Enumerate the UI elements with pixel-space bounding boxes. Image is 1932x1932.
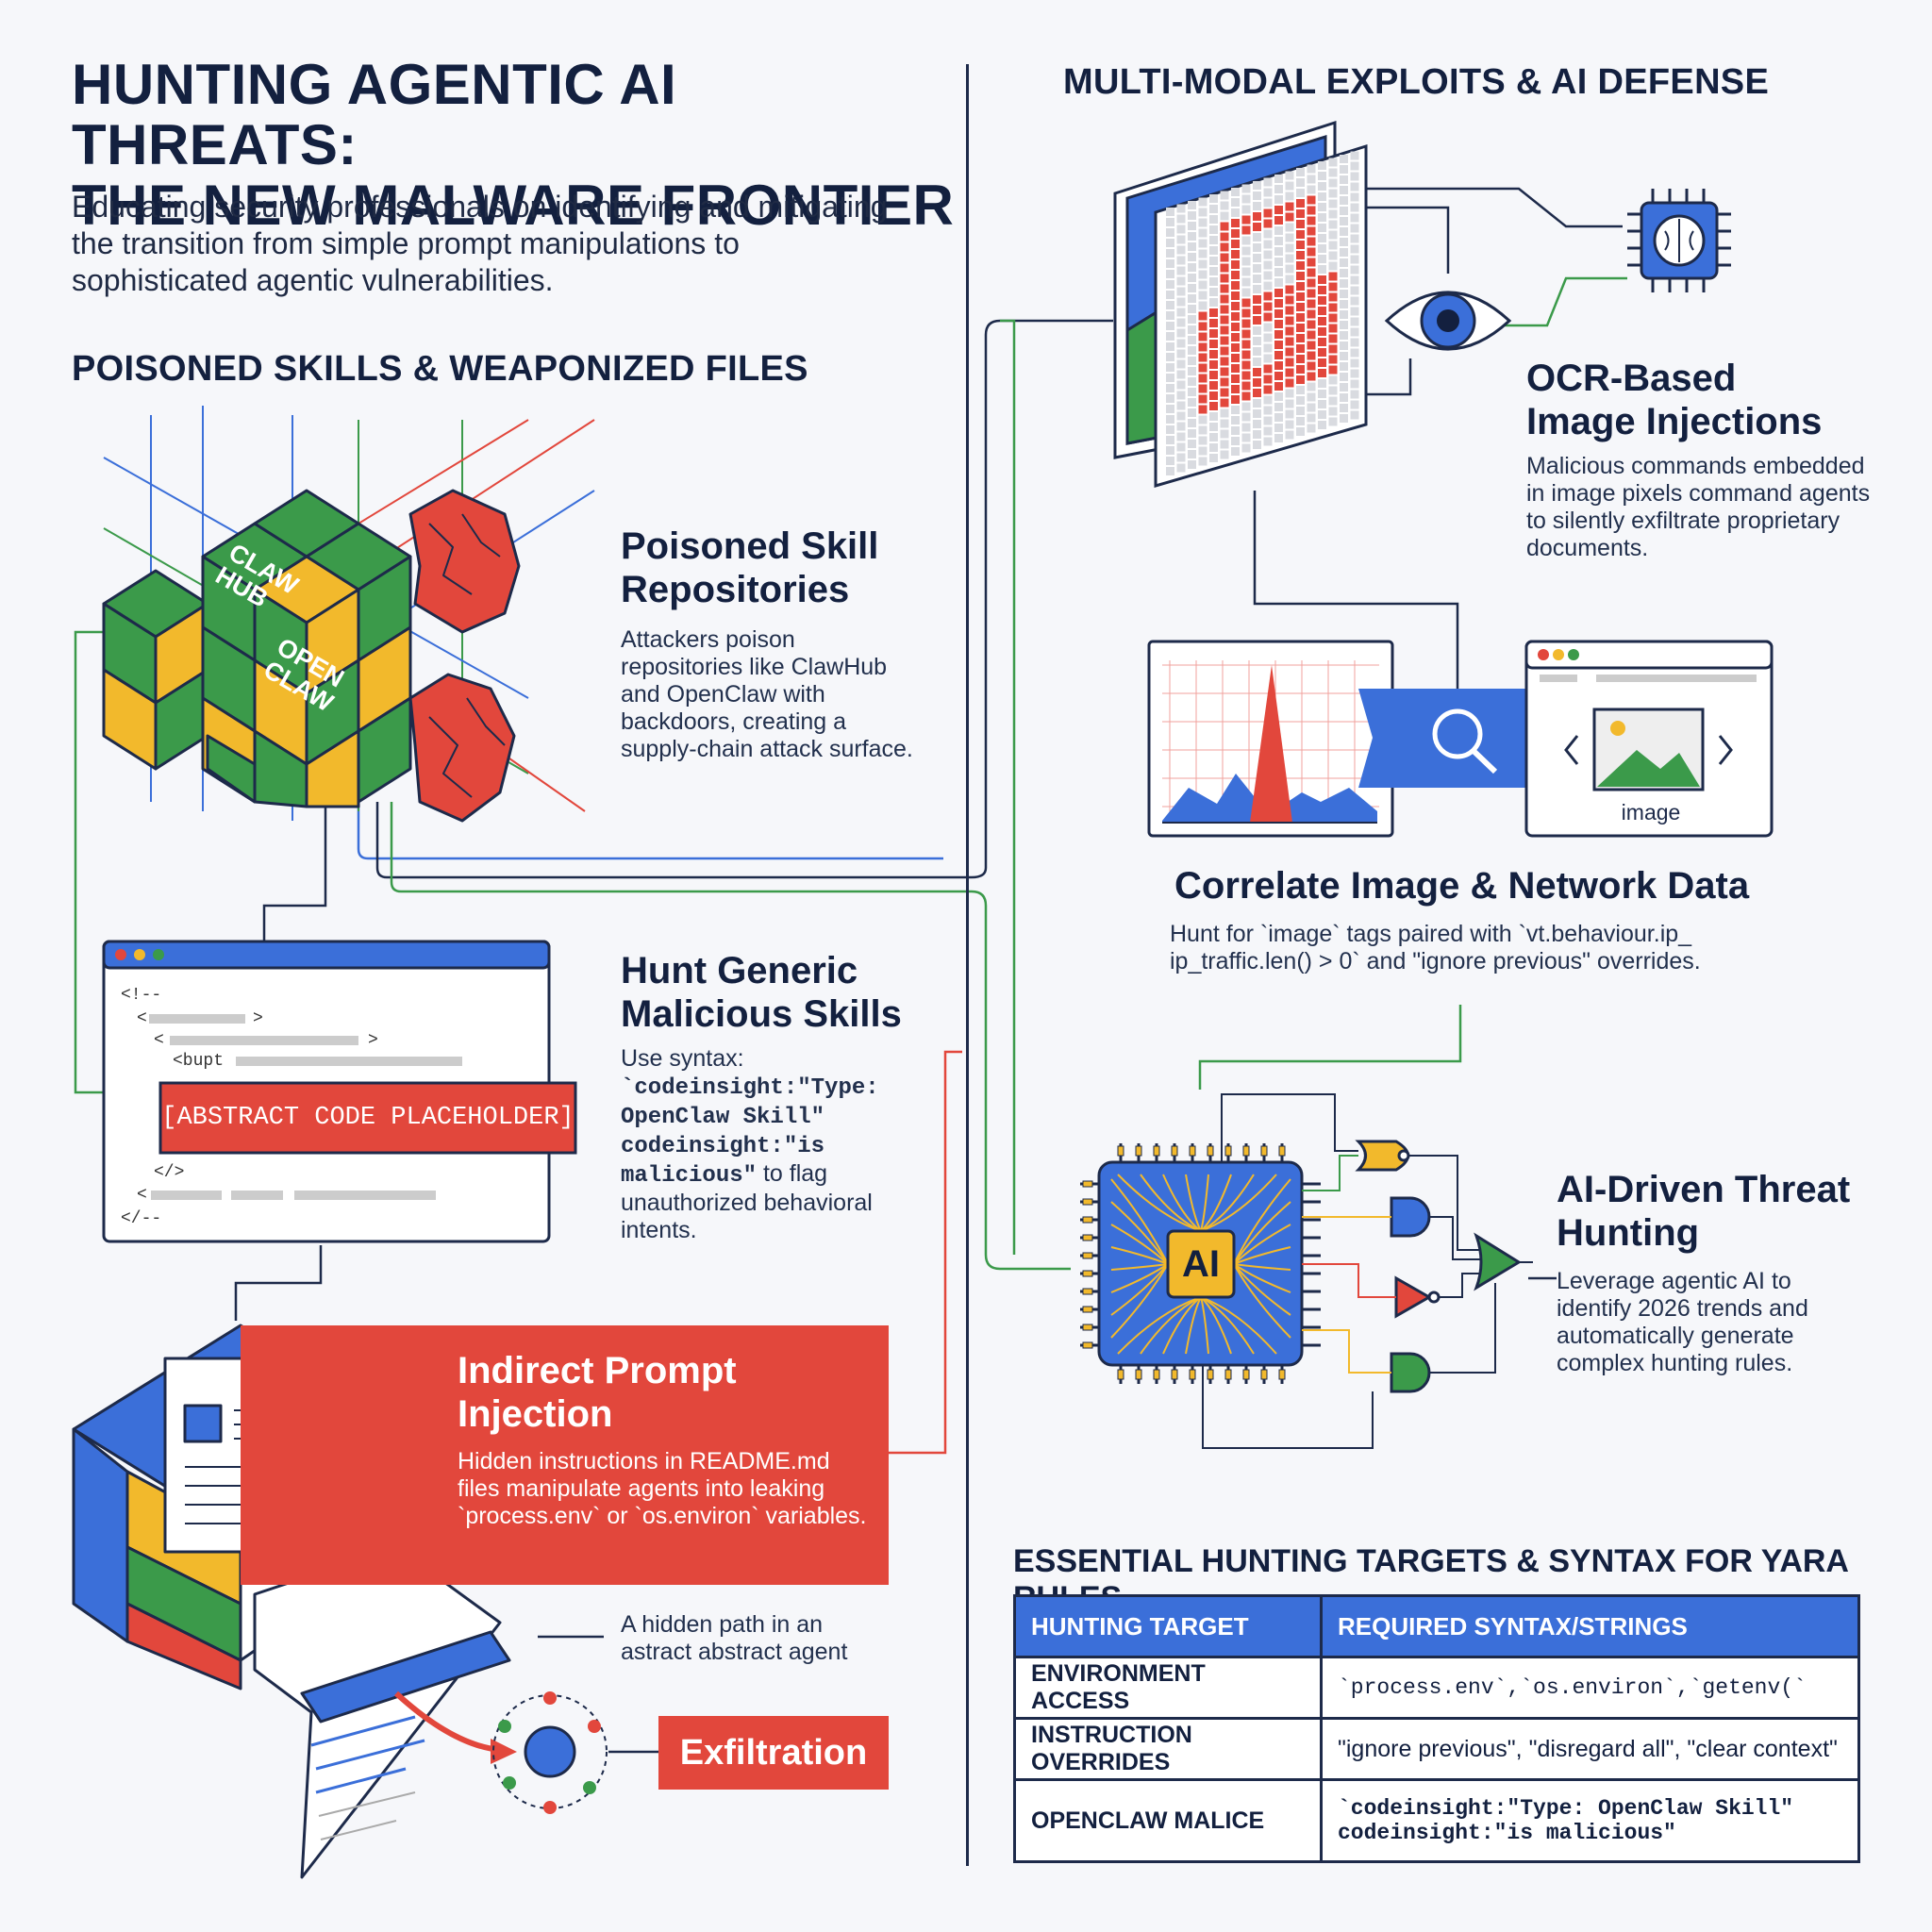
- code-gt-1: >: [253, 1009, 263, 1028]
- code-line-close2: </--: [121, 1209, 162, 1228]
- hunt-generic-text: Use syntax: `codeinsight:"Type: OpenClaw…: [621, 1045, 904, 1244]
- yara-target: ENVIRONMENT ACCESS: [1013, 1656, 1323, 1720]
- yara-syntax: "ignore previous", "disregard all", "cle…: [1320, 1717, 1860, 1781]
- page-title-line2: THE NEW MALWARE FRONTIER: [72, 174, 955, 237]
- table-row: ENVIRONMENT ACCESS `process.env`,`os.env…: [1013, 1656, 1860, 1720]
- yara-header-row: HUNTING TARGET REQUIRED SYNTAX/STRINGS: [1013, 1594, 1860, 1658]
- cube-stack: [102, 489, 521, 823]
- page-title: HUNTING AGENTIC AI THREATS: THE NEW MALW…: [72, 55, 977, 236]
- brain-chip-icon: [1627, 189, 1731, 292]
- correlate-title: Correlate Image & Network Data: [1174, 865, 1750, 907]
- code-lt-2: <: [154, 1031, 164, 1050]
- logic-gates: [1202, 1093, 1533, 1449]
- indirect-prompt-text: Hidden instructions in README.md files m…: [458, 1448, 867, 1529]
- code-window-frame: [102, 940, 577, 1243]
- indirect-prompt-title: Indirect Prompt Injection: [458, 1350, 737, 1435]
- indirect-prompt-card: Indirect Prompt Injection Hidden instruc…: [241, 1325, 889, 1585]
- code-gt-2: >: [368, 1031, 378, 1050]
- hunt-code: `codeinsight:"Type: OpenClaw Skill" code…: [621, 1075, 879, 1189]
- code-placeholder: [ABSTRACT CODE PLACEHOLDER]: [161, 1104, 575, 1132]
- page-subtitle: Educating security professionals on iden…: [72, 190, 888, 297]
- yara-target: INSTRUCTION OVERRIDES: [1013, 1717, 1323, 1781]
- hunt-generic-title: Hunt Generic Malicious Skills: [621, 950, 902, 1035]
- page-title-line1: HUNTING AGENTIC AI THREATS:: [72, 53, 677, 176]
- magnifier-banner: [1358, 689, 1542, 788]
- ocr-image-panels: [1113, 120, 1368, 488]
- browser-image-window: [1524, 640, 1774, 838]
- yara-target: OPENCLAW MALICE: [1013, 1778, 1323, 1863]
- exfiltration-badge: Exfiltration: [658, 1716, 889, 1790]
- traffic-chart: [1147, 640, 1394, 838]
- poisoned-skill-title: Poisoned Skill Repositories: [621, 525, 879, 610]
- left-section-title: POISONED SKILLS & WEAPONIZED FILES: [72, 349, 808, 389]
- browser-image-label: image: [1621, 800, 1681, 824]
- ai-chip-label: AI: [1182, 1243, 1220, 1285]
- eye-icon: [1384, 291, 1512, 351]
- poisoned-skill-text: Attackers poison repositories like ClawH…: [621, 626, 913, 762]
- yara-syntax: `process.env`,`os.environ`,`getenv(`: [1320, 1656, 1860, 1720]
- code-lt-1: <: [137, 1009, 147, 1028]
- correlate-text: Hunt for `image` tags paired with `vt.be…: [1170, 921, 1701, 974]
- ai-chip-icon: [1080, 1143, 1321, 1384]
- hidden-path-caption: A hidden path in an astract abstract age…: [621, 1611, 848, 1665]
- code-line-bupt: <bupt: [173, 1052, 225, 1071]
- ai-hunting-title: AI-Driven Threat Hunting: [1557, 1169, 1851, 1254]
- pixel-grid: [1166, 151, 1359, 475]
- table-row: INSTRUCTION OVERRIDES "ignore previous",…: [1013, 1717, 1860, 1781]
- table-row: OPENCLAW MALICE `codeinsight:"Type: Open…: [1013, 1778, 1860, 1863]
- yara-header-target: HUNTING TARGET: [1013, 1594, 1323, 1658]
- yara-table: HUNTING TARGET REQUIRED SYNTAX/STRINGS E…: [1013, 1594, 1860, 1863]
- ocr-title: OCR-Based Image Injections: [1526, 358, 1823, 442]
- connector-lines: [74, 187, 1627, 1455]
- ocr-text: Malicious commands embedded in image pix…: [1526, 453, 1871, 561]
- yara-header-syntax: REQUIRED SYNTAX/STRINGS: [1320, 1594, 1860, 1658]
- right-section-title: MULTI-MODAL EXPLOITS & AI DEFENSE: [1063, 62, 1770, 102]
- code-line-comment-open: <!--: [121, 986, 162, 1005]
- ai-hunting-text: Leverage agentic AI to identify 2026 tre…: [1557, 1268, 1808, 1376]
- hunt-outro: to flag unauthorized behavioral intents.: [621, 1160, 873, 1243]
- code-lt-3: <: [137, 1186, 147, 1205]
- yara-syntax: `codeinsight:"Type: OpenClaw Skill" code…: [1320, 1778, 1860, 1863]
- column-divider: [966, 64, 969, 1866]
- hunt-intro: Use syntax:: [621, 1045, 744, 1072]
- exfiltration-node: [393, 1635, 658, 1814]
- code-line-close1: </>: [154, 1163, 185, 1182]
